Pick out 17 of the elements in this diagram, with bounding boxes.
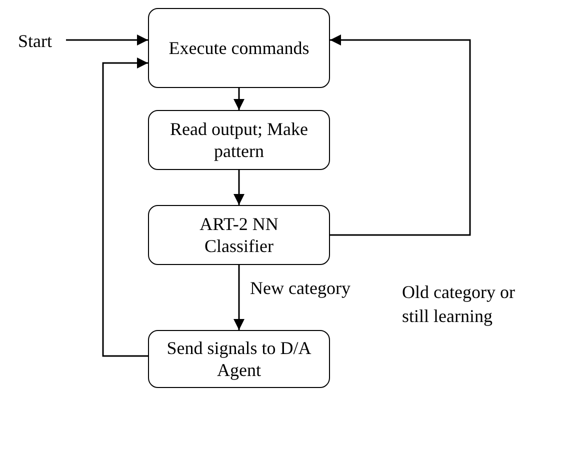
box-text: Send signals to D/A Agent (166, 337, 312, 381)
arrow (66, 34, 148, 46)
arrow (102, 58, 148, 357)
edge-label: Old category or still learning (402, 281, 516, 328)
process-box (148, 8, 330, 88)
arrow (234, 265, 244, 330)
box-text: Read output; Make pattern (169, 118, 309, 162)
arrow (234, 88, 244, 110)
process-box (148, 330, 330, 388)
start-label: Start (6, 28, 64, 54)
box-text: ART-2 NN Classifier (198, 213, 280, 257)
box-text: Execute commands (168, 37, 310, 59)
arrow (234, 170, 244, 205)
arrow (330, 34, 471, 236)
edge-label: New category (250, 277, 350, 300)
process-box (148, 205, 330, 265)
process-box (148, 110, 330, 170)
